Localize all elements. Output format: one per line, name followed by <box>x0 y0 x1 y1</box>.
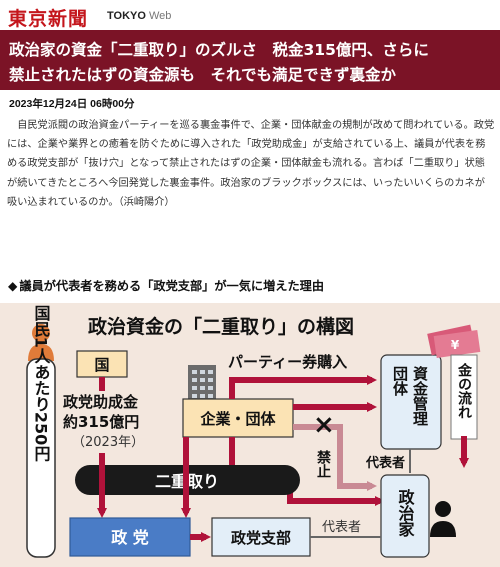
label-subsidy: 政党助成金 <box>63 393 139 411</box>
label-subsidy-amount: 約315億円 <box>63 413 139 431</box>
brand-web: Web <box>148 10 172 22</box>
arrow-banned <box>293 424 377 491</box>
person-icon <box>28 324 54 361</box>
article-paragraph: 自民党派閥の政治資金パーティーを巡る裏金事件で、企業・団体献金の規制が改めて問わ… <box>7 120 495 208</box>
site-logo[interactable]: 東京新聞 <box>8 8 89 30</box>
politician-icon <box>430 501 456 537</box>
section-heading-text: 議員が代表者を務める「政党支部」が一気に増えた理由 <box>19 279 325 293</box>
masthead: 東京新聞 TOKYO Web <box>0 0 500 30</box>
brand-name: TOKYO <box>107 10 146 22</box>
citizen-label: 国民1人あたり250円 <box>32 305 51 463</box>
section-heading: ◆議員が代表者を務める「政党支部」が一気に増えた理由 <box>8 276 324 294</box>
label-fund-group-2: 団体 <box>391 366 409 397</box>
figure-double-dip-diagram: 政治資金の「二重取り」の構図 国民1人あたり250円 国 政党助成金 約315億… <box>0 303 500 567</box>
label-corp: 企業・団体 <box>199 410 276 428</box>
article-body: 自民党派閥の政治資金パーティーを巡る裏金事件で、企業・団体献金の規制が改めて問わ… <box>7 116 495 212</box>
label-ban: 禁止 <box>315 449 331 478</box>
box-branch <box>211 517 311 557</box>
diagram-title: 政治資金の「二重取り」の構図 <box>88 315 354 338</box>
box-corp <box>182 398 294 438</box>
box-politician <box>380 474 430 558</box>
arrow-party-ticket <box>229 375 377 399</box>
label-party: 政 党 <box>111 528 149 547</box>
headline-line-2: 禁止されたはずの資金源も それでも満足できず裏金か <box>9 66 397 84</box>
box-kuni <box>76 350 128 378</box>
label-fund-group-1: 資金管理 <box>411 365 429 426</box>
label-money-flow: 金の流れ <box>456 362 473 419</box>
citizen-pill <box>26 358 56 558</box>
diagram-canvas: 政治資金の「二重取り」の構図 国民1人あたり250円 国 政党助成金 約315億… <box>26 305 481 558</box>
ban-x-mark: × <box>313 410 335 440</box>
money-flow-box <box>450 354 478 440</box>
label-kuni: 国 <box>94 356 109 374</box>
label-party-ticket: パーティー券購入 <box>228 353 347 371</box>
label-representative-1: 代表者 <box>365 455 405 471</box>
label-representative-2: 代表者 <box>322 520 361 535</box>
article-headline: 政治家の資金「二重取り」のズルさ 税金315億円、さらに 禁止されたはずの資金源… <box>0 30 500 90</box>
money-bills-icon: ¥ <box>427 324 481 358</box>
site-brand: TOKYO Web <box>107 10 171 22</box>
publish-date: 2023年12月24日 06時00分 <box>9 98 135 110</box>
label-branch: 政党支部 <box>231 529 291 547</box>
building-icon <box>188 365 216 405</box>
svg-text:¥: ¥ <box>451 338 460 352</box>
label-subsidy-year: （2023年） <box>72 435 144 450</box>
label-politician: 政治家 <box>396 488 415 538</box>
headline-line-1: 政治家の資金「二重取り」のズルさ 税金315億円、さらに <box>9 41 429 59</box>
section-marker: ◆ <box>8 279 18 293</box>
